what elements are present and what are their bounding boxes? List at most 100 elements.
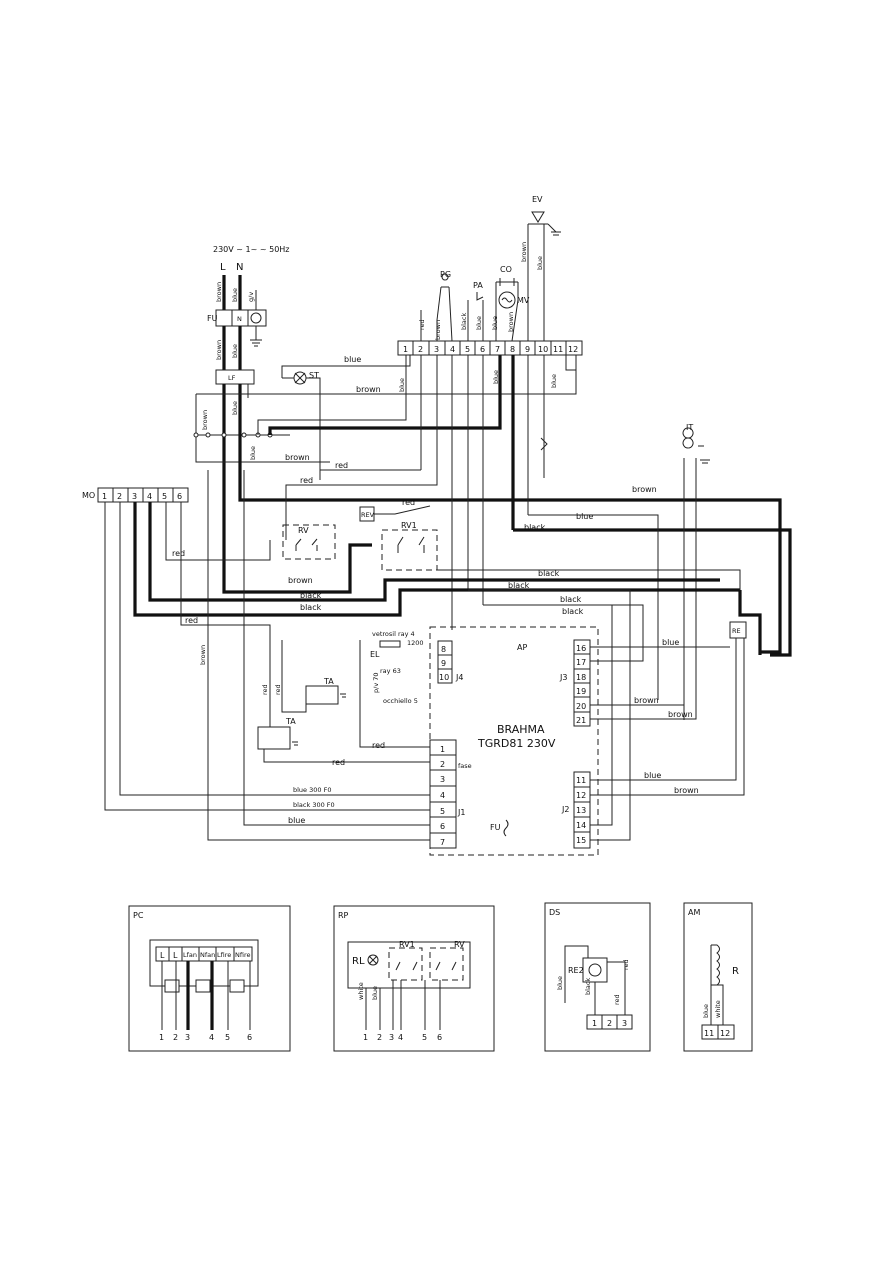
terminal-strip bbox=[397, 340, 583, 356]
j1-label: J1 bbox=[457, 808, 465, 817]
ds-terminal-block bbox=[586, 1014, 633, 1030]
thick-feed-to-7 bbox=[268, 352, 502, 435]
ev-label: EV bbox=[532, 195, 543, 204]
distribution-box-edge bbox=[195, 394, 270, 463]
j3-20-wire bbox=[590, 704, 685, 720]
j1-pin-1: 1 bbox=[440, 745, 445, 754]
am-num-11: 11 bbox=[704, 1029, 714, 1038]
j1-pin-2: 2 bbox=[440, 760, 445, 769]
ta-thermostat-bottom bbox=[257, 726, 291, 750]
neutral-terminal-letter: N bbox=[237, 315, 242, 323]
wire-red-6: red bbox=[332, 758, 345, 767]
fase-label: fase bbox=[458, 762, 472, 770]
rev-label: REV bbox=[361, 511, 375, 519]
pc-num-3: 3 bbox=[185, 1033, 190, 1042]
rp-lamp-cross bbox=[368, 955, 378, 965]
ds-re2-label: RE2 bbox=[568, 966, 584, 975]
blue-right-run bbox=[528, 514, 659, 700]
supply-wire-brown: brown bbox=[215, 282, 223, 302]
terminal-7: 7 bbox=[495, 345, 500, 354]
wire-black-300: black 300 F0 bbox=[293, 801, 335, 809]
terminal-6: 6 bbox=[480, 345, 485, 354]
wire-black-3: black bbox=[300, 591, 322, 600]
mo-terminal-5: 5 bbox=[162, 492, 167, 501]
j3-connector bbox=[573, 639, 591, 727]
terminal-9: 9 bbox=[525, 345, 530, 354]
wire-red-1: red bbox=[335, 461, 348, 470]
vwire-brown-3: brown bbox=[434, 320, 442, 340]
j2-14-wire bbox=[590, 605, 613, 826]
rp-rv1-relay bbox=[388, 947, 423, 981]
it-earth-icon bbox=[700, 459, 710, 464]
j3-17-wire bbox=[590, 648, 644, 662]
wire-blue-16: blue bbox=[662, 638, 679, 647]
terminal-12: 12 bbox=[568, 345, 578, 354]
mo-terminal-2: 2 bbox=[117, 492, 122, 501]
j4-pin-9: 9 bbox=[441, 659, 446, 668]
am-wire-blue: blue bbox=[702, 1004, 710, 1018]
rp-rv1-label: RV1 bbox=[399, 940, 415, 949]
pc-cell-1: L bbox=[160, 951, 165, 960]
pc-switch-2-icon bbox=[195, 979, 211, 993]
ap-label: AP bbox=[517, 643, 527, 652]
board-model: TGRD81 230V bbox=[477, 737, 556, 750]
vwire-brown-1: brown bbox=[215, 340, 223, 360]
pc-num-4: 4 bbox=[209, 1033, 214, 1042]
j2-15-wire bbox=[590, 705, 631, 841]
j3-pin-20: 20 bbox=[576, 702, 586, 711]
thick-black-right bbox=[513, 528, 792, 657]
am-wire-white: white bbox=[714, 1000, 722, 1018]
brahma-control-board bbox=[429, 626, 599, 856]
wire-red-3: red bbox=[172, 549, 185, 558]
vwire-blue-6: blue bbox=[491, 316, 499, 330]
wire-brown-right: brown bbox=[632, 485, 657, 494]
pc-inset bbox=[128, 905, 291, 1052]
pc-cell-5: Lfire bbox=[217, 951, 231, 959]
board-note-vetrosil: vetrosil ray 4 bbox=[372, 630, 415, 638]
rp-rv1-contact-icon bbox=[395, 961, 418, 971]
vwire-brown-5: brown bbox=[520, 242, 528, 262]
terminal-11: 11 bbox=[553, 345, 563, 354]
am-resistor-coil-icon bbox=[711, 944, 720, 986]
board-note-pv: p/v 70 bbox=[372, 673, 380, 694]
ta-thermostat-top bbox=[305, 685, 339, 705]
j3-21-wire bbox=[590, 712, 697, 720]
vwire-brown-6: brown bbox=[199, 645, 207, 665]
vwire-brown-4: brown bbox=[507, 312, 515, 332]
vwire-red-2: red bbox=[261, 684, 269, 695]
black-run-7 bbox=[483, 604, 644, 648]
re-label: RE bbox=[732, 627, 741, 635]
vwire-brown-2: brown bbox=[201, 410, 209, 430]
mo-terminal-block bbox=[97, 487, 189, 503]
j3-pin-18: 18 bbox=[576, 673, 586, 682]
re-relay bbox=[729, 621, 747, 639]
blue-feed-wire bbox=[257, 352, 407, 435]
blue-long-wire bbox=[243, 470, 430, 826]
pc-num-6: 6 bbox=[247, 1033, 252, 1042]
ev-earth-icon bbox=[551, 231, 561, 236]
ta-bottom-label: TA bbox=[285, 717, 296, 726]
mo-1-wire bbox=[104, 502, 430, 811]
rv-relay bbox=[282, 524, 336, 560]
j2-11-wire bbox=[590, 638, 737, 781]
wire-blue-11: blue bbox=[644, 771, 661, 780]
board-note-1200: 1200 bbox=[407, 639, 424, 647]
t11-loop bbox=[565, 355, 576, 371]
pc-title: PC bbox=[133, 911, 144, 920]
pc-num-2: 2 bbox=[173, 1033, 178, 1042]
terminal-8: 8 bbox=[510, 345, 515, 354]
red-to-j1-1 bbox=[359, 640, 430, 748]
j4-pin-10: 10 bbox=[439, 673, 449, 682]
j1-connector bbox=[429, 739, 457, 849]
terminal-2: 2 bbox=[418, 345, 423, 354]
board-note-ray63: ray 63 bbox=[380, 667, 401, 675]
ds-wire-blue: blue bbox=[556, 976, 564, 990]
wire-brown-12: brown bbox=[674, 786, 699, 795]
bus-nodes bbox=[193, 432, 273, 438]
ds-wire-red: red bbox=[622, 959, 630, 970]
board-note-occhiello: occhiello 5 bbox=[383, 697, 418, 705]
wire-black-4: black bbox=[538, 569, 560, 578]
rp-num-1: 1 bbox=[363, 1033, 368, 1042]
rp-rv-contact-icon bbox=[435, 961, 457, 971]
rv1-contact-icon bbox=[397, 536, 425, 553]
